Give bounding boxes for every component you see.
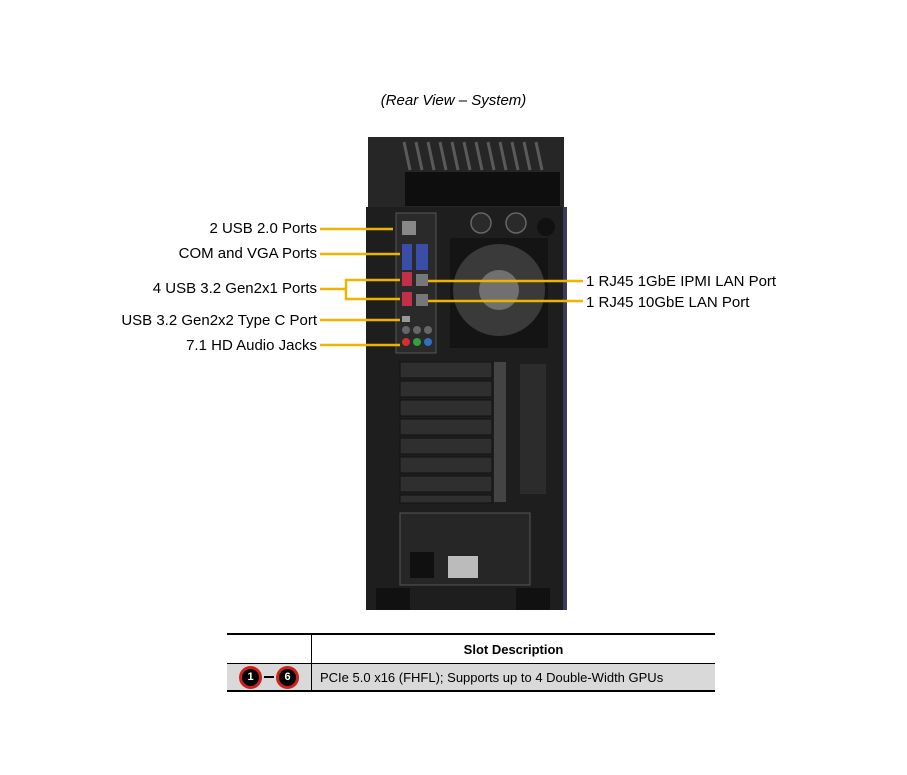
slot-brackets	[494, 362, 506, 502]
rj45-10gbe	[416, 294, 428, 306]
chassis-side-strip	[563, 207, 567, 610]
table-header-row: Slot Description	[227, 633, 715, 664]
rj45-ipmi	[416, 274, 428, 286]
usb32-ports-a	[402, 272, 412, 286]
audio-jacks	[402, 326, 432, 346]
knob-icons	[470, 212, 527, 234]
label-ipmi-lan-port: 1 RJ45 1GbE IPMI LAN Port	[586, 273, 777, 290]
caption: (Rear View – System)	[380, 92, 527, 109]
heatsink-base	[405, 172, 560, 206]
label-com-vga-ports: COM and VGA Ports	[178, 245, 317, 262]
power-inlet	[410, 552, 434, 578]
psu-switch	[448, 556, 478, 578]
table-header-slot-description: Slot Description	[311, 633, 715, 664]
range-dash	[264, 676, 274, 678]
rear-button	[537, 218, 555, 236]
label-10gbe-lan-port: 1 RJ45 10GbE LAN Port	[586, 294, 750, 311]
callout-lines	[320, 227, 583, 347]
side-vent	[520, 364, 546, 494]
slot-badge-end: 6	[276, 665, 299, 689]
usb-c-port	[402, 316, 410, 322]
foot-right	[516, 588, 550, 610]
label-usb-type-c-port: USB 3.2 Gen2x2 Type C Port	[121, 312, 317, 329]
slot-description-cell: PCIe 5.0 x16 (FHFL); Supports up to 4 Do…	[311, 663, 715, 692]
label-usb32-gen2x1-ports: 4 USB 3.2 Gen2x1 Ports	[152, 280, 317, 297]
label-usb2-ports: 2 USB 2.0 Ports	[209, 220, 317, 237]
table-header-empty	[227, 633, 312, 664]
foot-left	[376, 588, 410, 610]
expansion-slots	[399, 361, 493, 504]
usb32-ports-b	[402, 292, 412, 306]
vga-port	[416, 244, 428, 270]
label-audio-jacks: 7.1 HD Audio Jacks	[186, 337, 317, 354]
usb2-ports	[402, 221, 416, 235]
slot-badge-start: 1	[239, 665, 262, 689]
heatsink-fins	[402, 141, 544, 171]
com-port	[402, 244, 412, 270]
